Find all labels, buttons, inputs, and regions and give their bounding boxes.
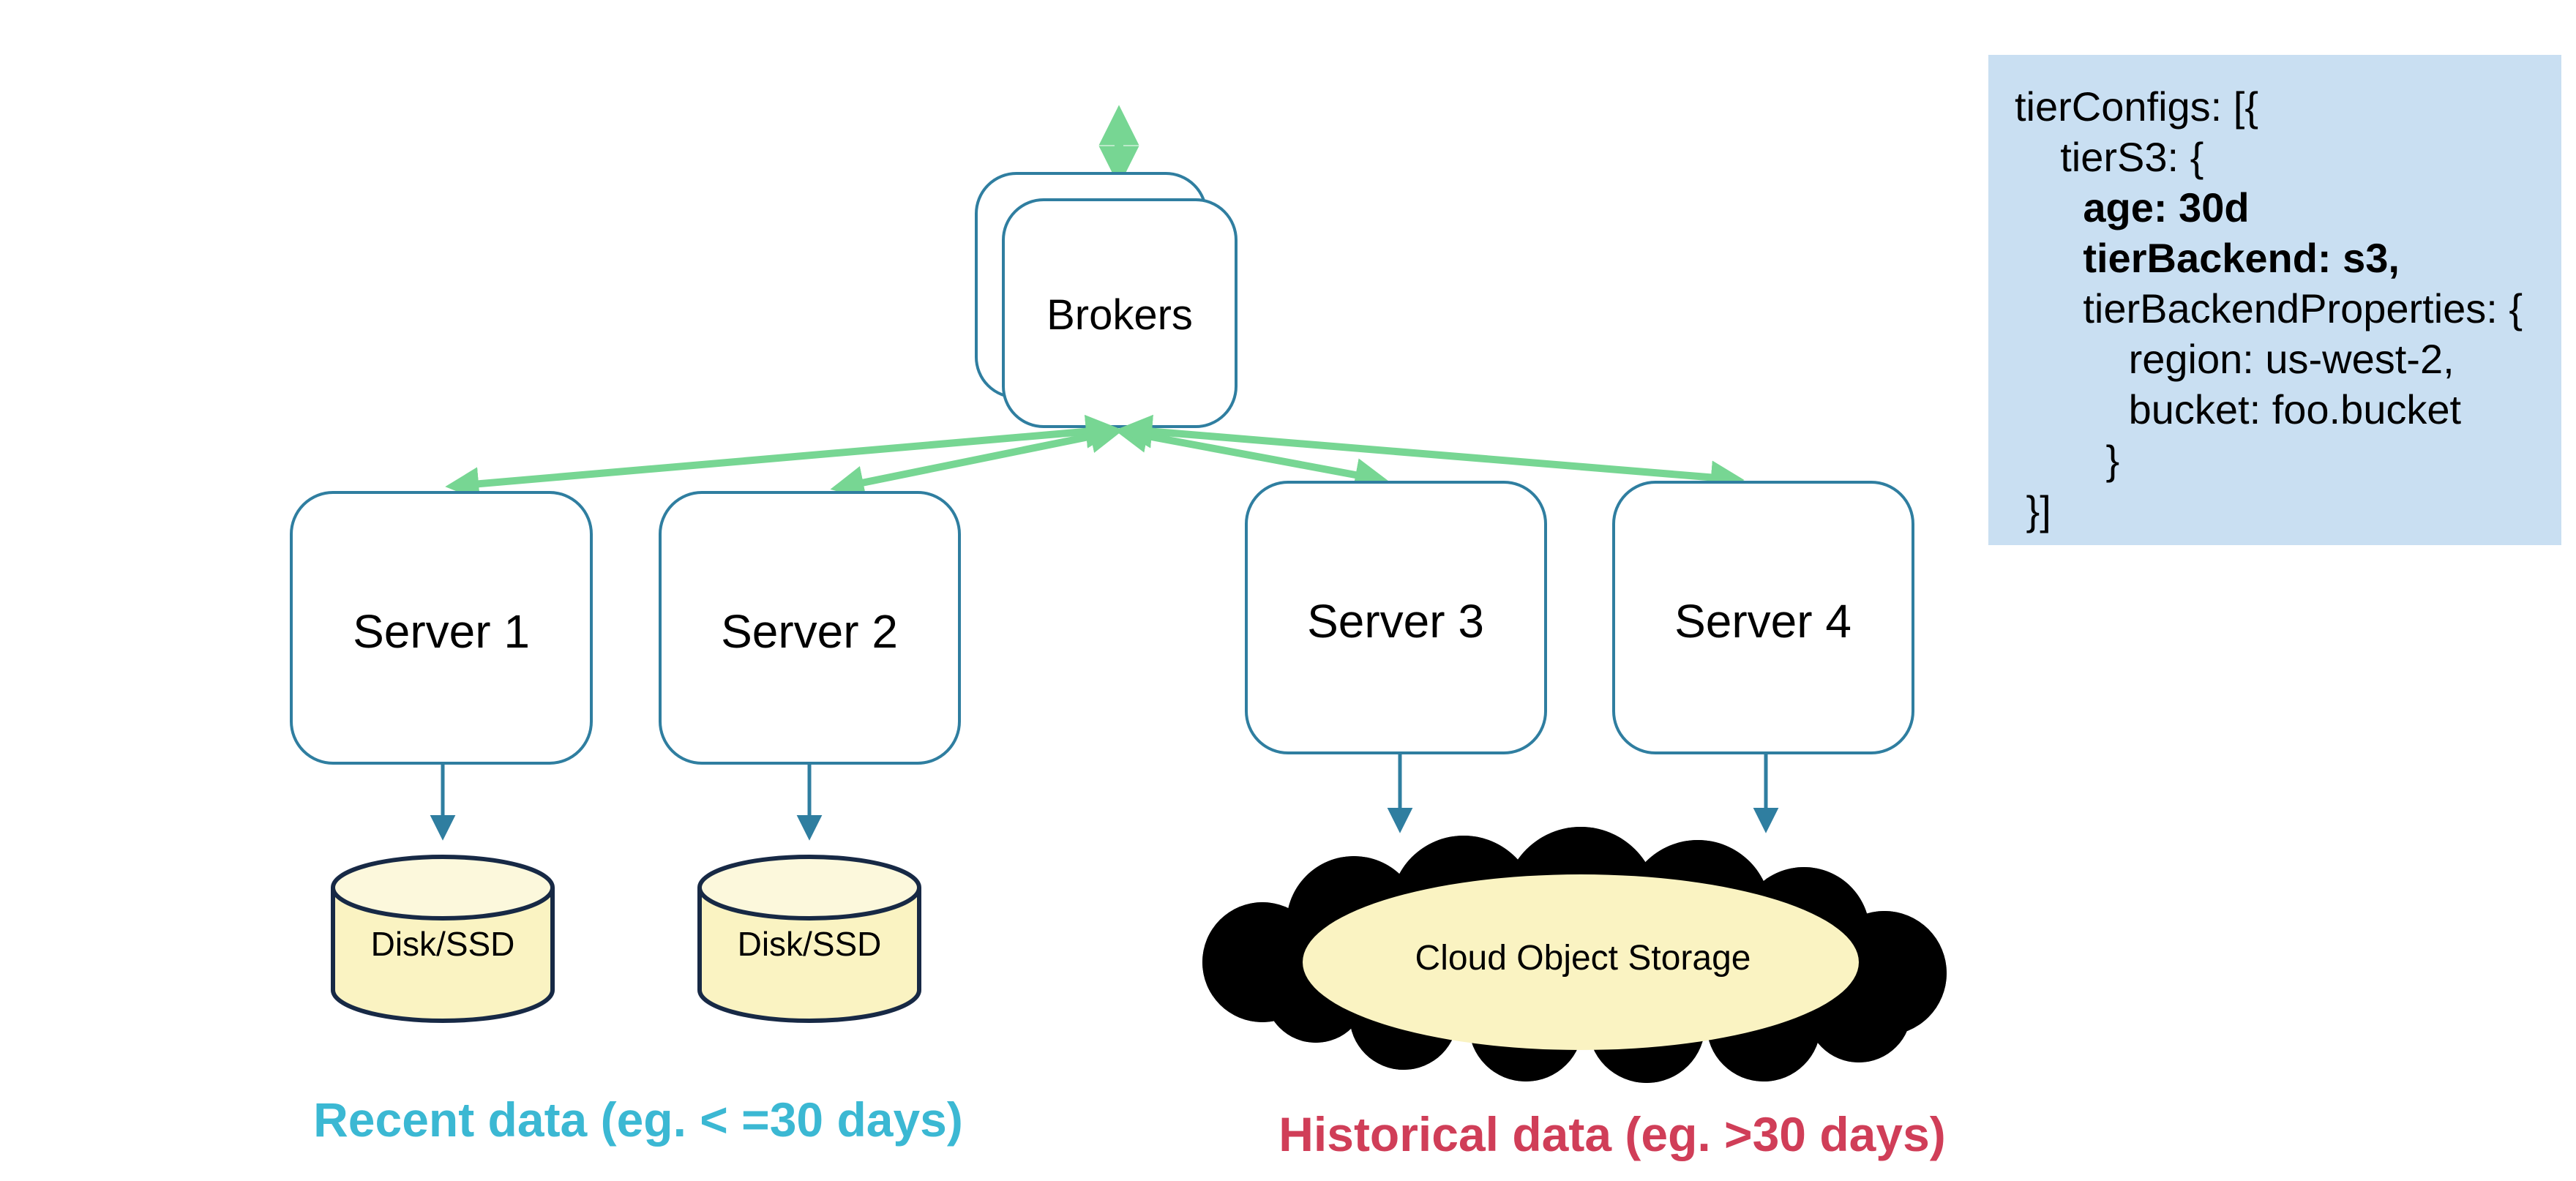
config-line: }]: [2015, 487, 2051, 533]
cloud-center-fill: [1303, 874, 1859, 1050]
server1-node: Server 1: [290, 491, 593, 765]
config-line: tierBackendProperties: {: [2015, 285, 2523, 331]
disk2-node: Disk/SSD: [700, 857, 919, 1021]
brokers-node: Brokers: [975, 172, 1238, 428]
server4-box: [1612, 481, 1914, 754]
brokers-server1-arrow: [445, 414, 1120, 501]
cloud-label: Cloud Object Storage: [1415, 939, 1751, 978]
config-line: region: us-west-2,: [2015, 336, 2455, 382]
brokers-label: Brokers: [1046, 291, 1193, 339]
brokers-server4-arrow: [1118, 414, 1745, 495]
disk2-label: Disk/SSD: [738, 925, 882, 963]
tier-config-panel: tierConfigs: [{ tierS3: { age: 30d tierB…: [1988, 55, 2561, 545]
config-line: tierS3: {: [2015, 134, 2204, 180]
server2-label: Server 2: [721, 605, 898, 658]
server1-label: Server 1: [353, 605, 530, 658]
server1-box: [290, 491, 593, 765]
server3-label: Server 3: [1307, 595, 1484, 648]
brokers-server2-arrow: [830, 419, 1124, 500]
disk1-label: Disk/SSD: [371, 925, 515, 963]
config-line: }: [2015, 437, 2120, 483]
server4-node: Server 4: [1612, 481, 1914, 754]
config-line: tierConfigs: [{: [2015, 83, 2259, 130]
config-line: bucket: foo.bucket: [2015, 386, 2462, 432]
config-line-backend: tierBackend: s3,: [2015, 235, 2400, 281]
historical-data-caption: Historical data (eg. >30 days): [1278, 1107, 1946, 1161]
cloud-node: Cloud Object Storage: [1202, 827, 1947, 1083]
server3-box: [1245, 481, 1547, 754]
server2-node: Server 2: [659, 491, 961, 765]
recent-data-caption: Recent data (eg. < =30 days): [313, 1092, 963, 1147]
config-line-age: age: 30d: [2015, 184, 2250, 230]
server3-node: Server 3: [1245, 481, 1547, 754]
server2-box: [659, 491, 961, 765]
disk1-node: Disk/SSD: [333, 857, 553, 1021]
server4-label: Server 4: [1674, 595, 1852, 648]
